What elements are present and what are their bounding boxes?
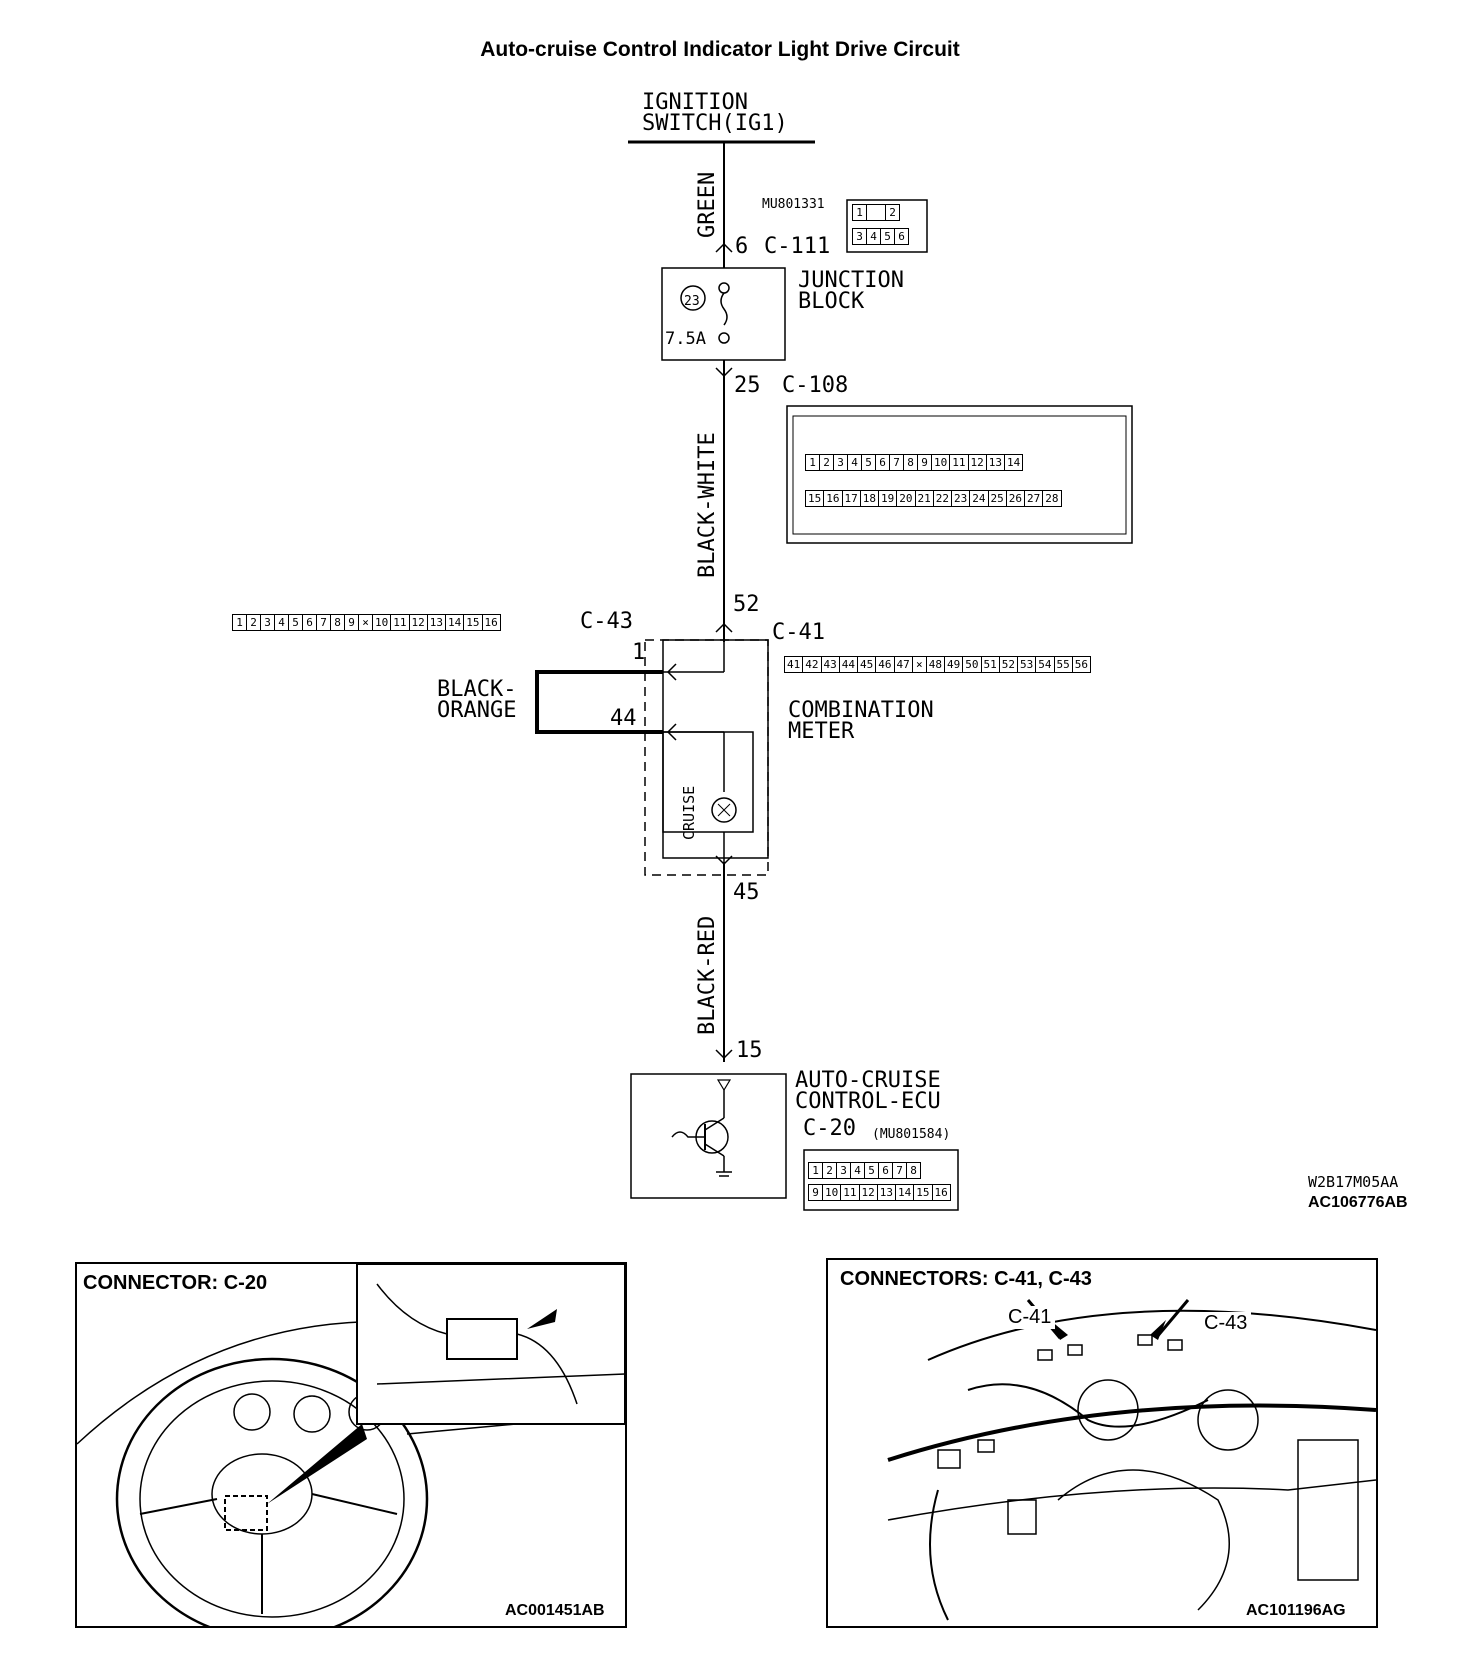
junction-label-1: JUNCTION <box>798 268 904 293</box>
fuse-rating: 7.5A <box>665 329 706 349</box>
c43-pin-b: 44 <box>610 706 637 731</box>
panel-right-label-c43: C-43 <box>1200 1312 1252 1335</box>
wire-black-white-label: BLACK-WHITE <box>695 432 720 578</box>
diagram-title: Auto-cruise Control Indicator Light Driv… <box>480 38 960 61</box>
cruise-indicator-label: CRUISE <box>680 785 698 840</box>
wire-green-label: GREEN <box>695 171 720 238</box>
pin: 1 <box>853 205 867 220</box>
pin: 3 <box>853 229 867 244</box>
panel-right-title: CONNECTORS: C-41, C-43 <box>836 1268 1096 1291</box>
pin: 6 <box>898 230 905 243</box>
connectors-c41-c43-panel: CONNECTORS: C-41, C-43 C-41 C-43 AC10119… <box>826 1258 1378 1628</box>
junction-label-2: BLOCK <box>798 289 865 314</box>
c111-id: C-111 <box>764 234 831 259</box>
fuse-number: 23 <box>684 294 700 309</box>
panel-right-label-c41: C-41 <box>1004 1306 1056 1329</box>
pin: 5 <box>881 229 895 244</box>
wire-black-orange-label-1: BLACK- <box>437 677 517 702</box>
meter-label-1: COMBINATION <box>788 698 934 723</box>
c20-pin: 15 <box>736 1038 763 1063</box>
c41-id: C-41 <box>772 620 825 645</box>
c43-pin-a: 1 <box>632 640 646 665</box>
steering-wheel-illustration <box>77 1264 625 1626</box>
dashboard-illustration <box>887 1299 1376 1621</box>
diagram-code-1: W2B17M05AA <box>1308 1173 1399 1191</box>
c108-pin: 25 <box>734 373 761 398</box>
diagram-code-2: AC106776AB <box>1308 1194 1408 1211</box>
c108-id: C-108 <box>782 373 849 398</box>
meter-label-2: METER <box>788 719 855 744</box>
ignition-switch-label: SWITCH(IG1) <box>642 111 788 136</box>
panel-right-code: AC101196AG <box>1246 1602 1346 1620</box>
pin: 4 <box>867 229 881 244</box>
wire-black-red-label: BLACK-RED <box>695 915 720 1035</box>
c43-id: C-43 <box>580 609 633 634</box>
c41-pin-out: 45 <box>733 880 760 905</box>
panel-left-code: AC001451AB <box>505 1602 605 1620</box>
ecu-label-2: CONTROL-ECU <box>795 1089 941 1114</box>
ecu-label-1: AUTO-CRUISE <box>795 1068 941 1093</box>
panel-left-title: CONNECTOR: C-20 <box>79 1272 272 1295</box>
wire-black-orange-label-2: ORANGE <box>437 698 517 723</box>
pin <box>867 205 886 220</box>
pin: 2 <box>889 206 896 219</box>
c20-part: (MU801584) <box>872 1127 951 1142</box>
connector-c20-panel: CONNECTOR: C-20 AC001451AB <box>75 1262 627 1628</box>
c111-top-row: 1 2 <box>852 204 900 221</box>
c111-part: MU801331 <box>762 197 825 212</box>
ignition-label: IGNITION <box>642 90 748 115</box>
c111-pin: 6 <box>735 234 749 259</box>
c41-pin-in: 52 <box>733 592 760 617</box>
c111-bottom-row: 3 4 5 6 <box>852 228 909 245</box>
c20-id: C-20 <box>803 1116 856 1141</box>
